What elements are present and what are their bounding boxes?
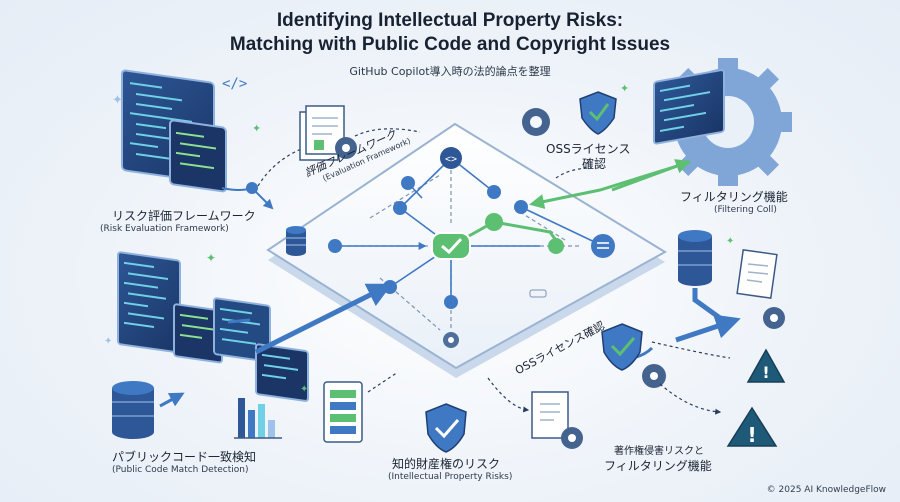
svg-text:✦: ✦ xyxy=(206,251,216,265)
gear-icon xyxy=(522,108,550,136)
gear-icon xyxy=(763,307,785,329)
shield-check-icon xyxy=(425,403,467,453)
code-window-icon xyxy=(173,303,223,364)
checkmark-icon xyxy=(431,232,471,260)
page-title-line2: Matching with Public Code and Copyright … xyxy=(229,34,671,55)
database-icon xyxy=(678,230,712,286)
risk-framework-en-label: (Risk Evaluation Framework) xyxy=(100,224,229,234)
list-panel-icon xyxy=(323,381,363,443)
oss-check-label-line1: OSSライセンス xyxy=(546,142,631,156)
oss-check-label-line2: 確認 xyxy=(582,157,607,171)
copyright-risk-label-line1: 著作権侵害リスクと xyxy=(614,446,704,457)
document-icon xyxy=(531,391,569,439)
svg-text:✦: ✦ xyxy=(726,236,734,247)
svg-text:✦: ✦ xyxy=(300,384,308,395)
warning-icon: ! xyxy=(746,348,786,383)
filtering-en-label: (Filtering Coll) xyxy=(714,205,777,215)
page-subtitle: GitHub Copilot導入時の法的論点を整理 xyxy=(349,65,551,78)
svg-text:!: ! xyxy=(762,363,769,382)
copyright-risk-label-line2: フィルタリング機能 xyxy=(604,459,712,473)
bar-chart-icon xyxy=(234,398,282,439)
copyright-notice: © 2025 AI KnowledgeFlow xyxy=(766,485,886,495)
shield-check-icon xyxy=(579,91,617,135)
svg-text:✦: ✦ xyxy=(112,93,123,108)
gear-icon xyxy=(335,137,357,159)
public-code-match-label: パブリックコード一致検知 xyxy=(112,450,257,464)
code-bracket-icon: </> xyxy=(222,76,247,92)
code-window-icon xyxy=(117,251,181,354)
platform-database-icon xyxy=(286,226,306,256)
filtering-label: フィルタリング機能 xyxy=(680,190,788,204)
code-node-icon xyxy=(440,147,462,169)
svg-text:✦: ✦ xyxy=(104,336,112,347)
gear-icon xyxy=(561,427,583,449)
gear-icon xyxy=(642,364,666,388)
document-icon xyxy=(299,105,345,161)
public-code-match-en-label: (Public Code Match Detection) xyxy=(112,465,249,475)
page-title-line1: Identifying Intellectual Property Risks: xyxy=(276,10,624,31)
svg-text:✦: ✦ xyxy=(620,82,629,95)
risk-framework-label: リスク評価フレームワーク xyxy=(112,209,256,223)
svg-text:<>: <> xyxy=(445,154,457,165)
warning-icon: ! xyxy=(726,406,778,447)
svg-text:✦: ✦ xyxy=(252,122,261,135)
ip-risk-label: 知的財産権のリスク xyxy=(392,457,501,471)
database-icon xyxy=(112,381,154,439)
shield-check-icon xyxy=(601,323,643,371)
svg-text:!: ! xyxy=(747,423,756,447)
code-window-icon xyxy=(169,119,227,193)
code-window-icon xyxy=(255,343,309,402)
evaluation-platform: <> xyxy=(266,122,667,378)
document-icon xyxy=(736,249,778,299)
code-window-icon xyxy=(653,69,725,145)
ip-risk-en-label: (Intellectual Property Risks) xyxy=(388,472,513,482)
